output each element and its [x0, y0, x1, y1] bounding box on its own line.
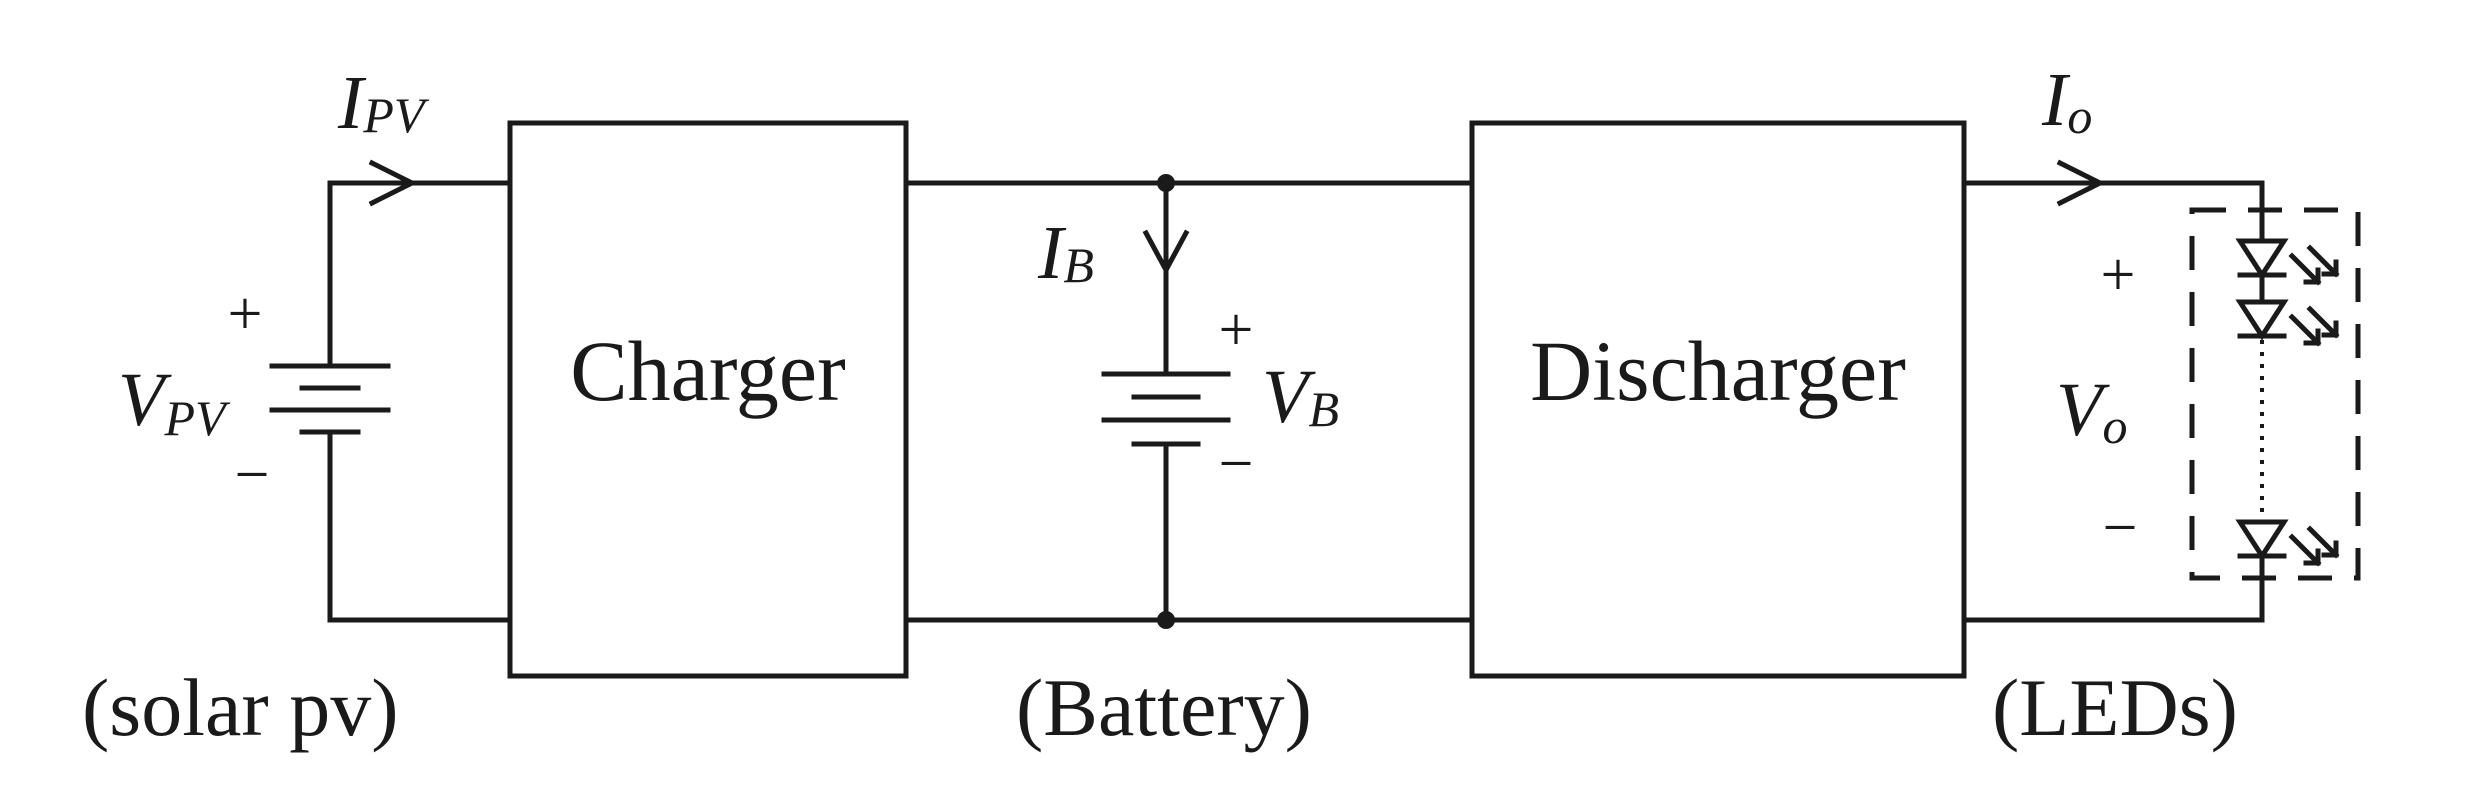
caption-leds: (LEDs) — [1992, 662, 2238, 753]
caption-battery: (Battery) — [1016, 662, 1312, 753]
led-diode-2 — [2235, 299, 2340, 347]
io-arrow-icon — [2056, 159, 2106, 207]
discharger-block — [1469, 120, 1967, 679]
ipv-label: IPV — [337, 61, 430, 145]
solar-pv-source — [269, 159, 513, 623]
ib-arrow-icon — [1142, 229, 1190, 276]
vb-plus-sign: + — [1219, 296, 1254, 364]
vo-plus-sign: + — [2101, 241, 2136, 309]
discharger-label: Discharger — [1530, 323, 1906, 419]
ib-label: IB — [1037, 211, 1094, 295]
caption-solar-pv: (solar pv) — [82, 662, 399, 753]
vb-label: VB — [1262, 355, 1339, 439]
led-load — [1961, 159, 2361, 623]
vpv-label: VPV — [118, 358, 231, 446]
charger-label: Charger — [570, 323, 845, 419]
charger-block — [507, 120, 909, 679]
pv-bottom-wire — [327, 429, 513, 623]
io-label: Io — [2041, 58, 2092, 144]
vpv-plus-sign: + — [228, 280, 263, 348]
led-string-dashed-enclosure — [2189, 207, 2361, 581]
vb-minus-sign: − — [1219, 430, 1254, 498]
led-diode-1 — [2235, 238, 2340, 286]
led-diode-n — [2235, 519, 2340, 567]
vpv-minus-sign: − — [235, 441, 270, 509]
battery-section — [903, 174, 1475, 629]
vo-label: Vo — [2056, 368, 2127, 454]
ipv-arrow-icon — [368, 159, 418, 207]
vo-minus-sign: − — [2103, 494, 2138, 562]
